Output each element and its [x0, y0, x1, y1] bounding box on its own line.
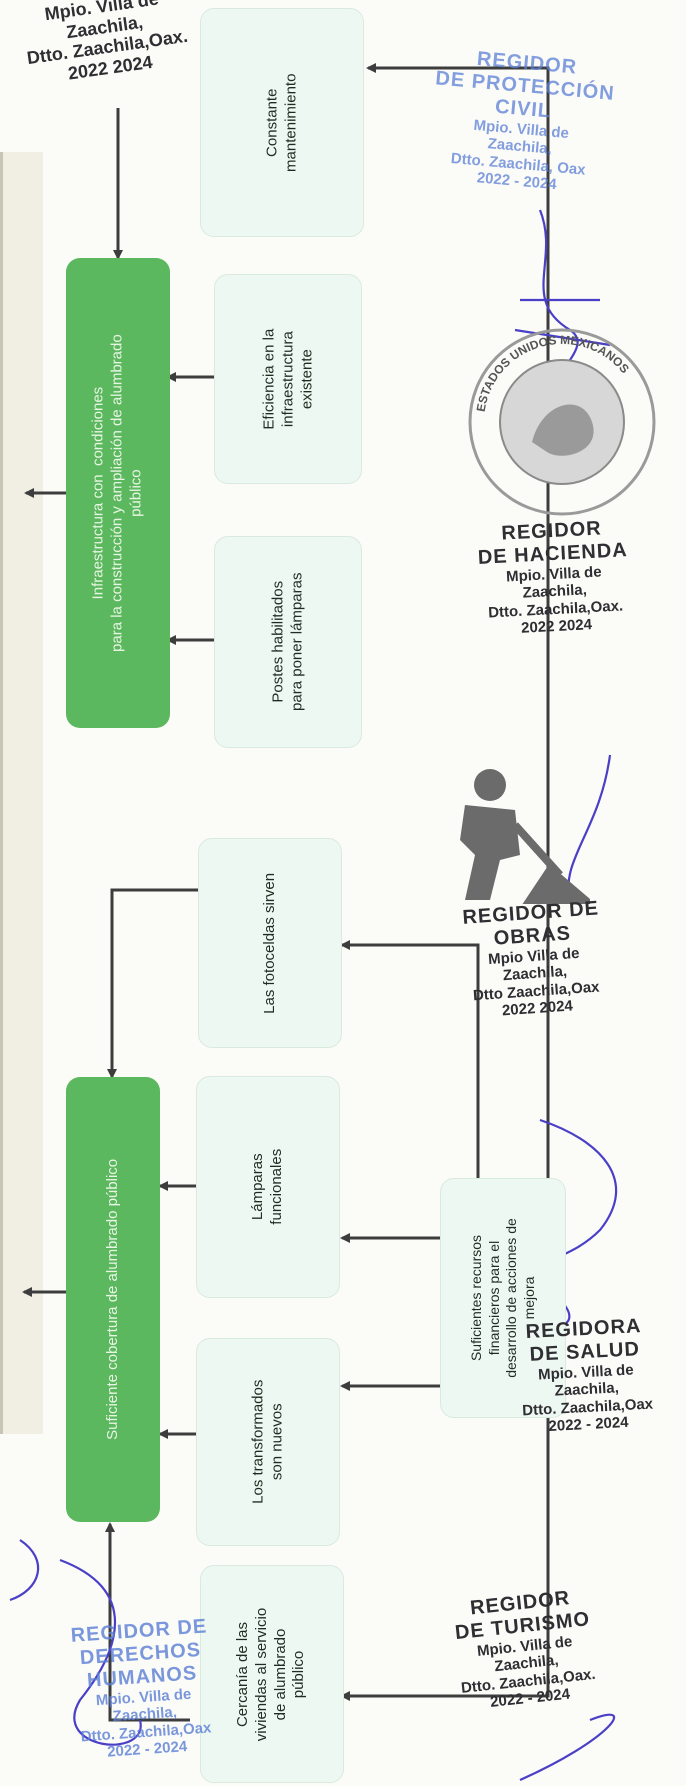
national-seal: ESTADOS UNIDOS MEXICANOS	[462, 322, 662, 522]
box-constante-mantenimiento: Constante mantenimiento	[200, 8, 364, 237]
left-panel	[0, 152, 43, 1434]
box-infraestructura: Infraestructura con condiciones para la …	[66, 258, 170, 728]
stamp-proteccion-civil: REGIDOR DE PROTECCIÓN CIVIL Mpio. Villa …	[434, 47, 616, 193]
box-postes: Postes habilitados para poner lámparas	[214, 536, 362, 748]
stamp-obras: REGIDOR DE OBRAS Mpio Villa de Zaachila,…	[461, 897, 600, 1020]
stamp-salud: REGIDORA DE SALUD Mpio. Villa de Zaachil…	[521, 1315, 654, 1435]
box-cercania: Cercanía de las viviendas al servicio de…	[200, 1565, 344, 1783]
arrow-to-fotoceldas	[340, 940, 480, 1178]
worker-icon	[420, 760, 596, 910]
arrow-trunk-to-constante	[366, 63, 550, 1545]
stamp-turismo: REGIDOR DE TURISMO Mpio. Villa de Zaachi…	[453, 1587, 597, 1711]
box-recursos: Suficientes recursos financieros para el…	[440, 1178, 566, 1418]
box-suficiente-cobertura: Suficiente cobertura de alumbrado públic…	[66, 1077, 160, 1522]
box-fotoceldas: Las fotoceldas sirven	[198, 838, 342, 1048]
arrow-cercania-to-green2	[105, 1522, 190, 1722]
box-transformados: Los transformados son nuevos	[196, 1338, 340, 1546]
stamp-hacienda: REGIDOR DE HACIENDA Mpio. Villa de Zaach…	[477, 517, 629, 637]
box-lamparas: Lámparas funcionales	[196, 1076, 340, 1298]
arrow-to-cercania	[340, 1545, 550, 1701]
arrow-fotoceldas-to-green2	[107, 888, 198, 1079]
box-eficiencia: Eficiencia en la infraestructura existen…	[214, 274, 362, 484]
stamp-derechos-humanos: REGIDOR DE DERECHOS HUMANOS Mpio. Villa …	[70, 1615, 212, 1761]
